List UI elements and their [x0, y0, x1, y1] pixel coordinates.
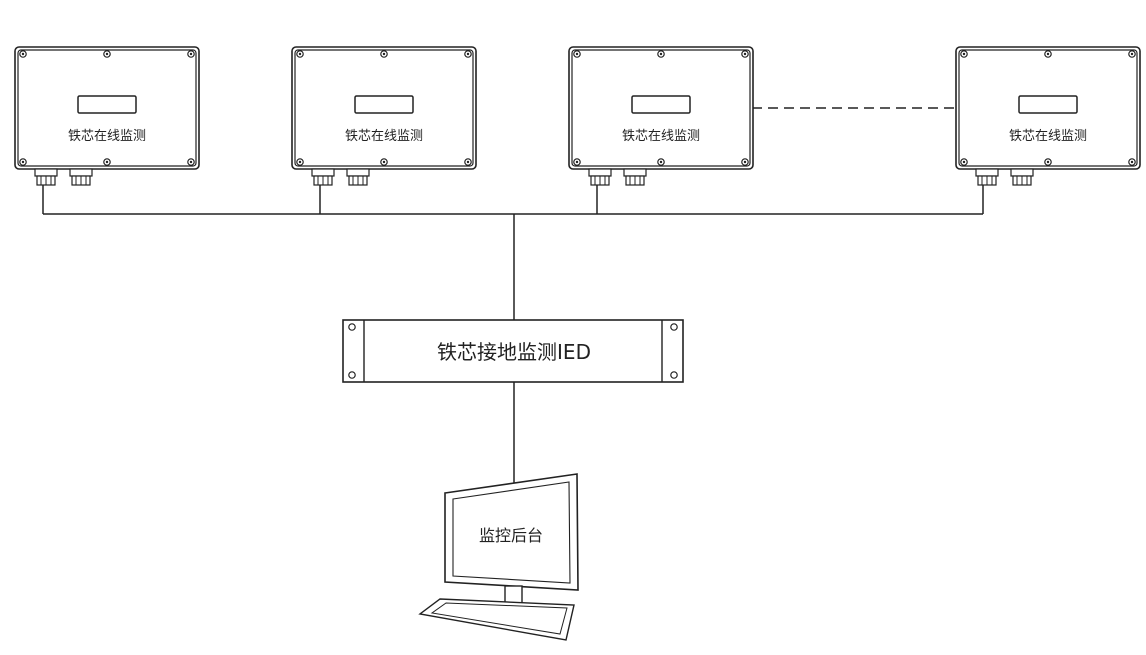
monitor-stand — [504, 585, 523, 605]
cable-gland-2 — [1010, 168, 1034, 186]
device-3: 铁芯在线监测 — [568, 46, 754, 186]
cable-gland-2 — [623, 168, 647, 186]
rack-hole-icon — [348, 371, 356, 379]
device-label: 铁芯在线监测 — [68, 129, 146, 144]
cable-gland-1 — [34, 168, 58, 186]
device-label: 铁芯在线监测 — [622, 129, 700, 144]
bus-wiring — [42, 107, 984, 483]
display-window — [354, 95, 414, 114]
display-window — [631, 95, 691, 114]
cable-gland-2 — [69, 168, 93, 186]
cable-gland-1 — [588, 168, 612, 186]
ied-rack-frame — [342, 319, 684, 383]
cable-gland-2 — [346, 168, 370, 186]
cable-gland-1 — [311, 168, 335, 186]
device-label: 铁芯在线监测 — [1009, 129, 1087, 144]
rack-hole-icon — [670, 323, 678, 331]
monitor-screen-inner — [452, 481, 571, 584]
ied-label: 铁芯接地监测IED — [437, 340, 591, 364]
cable-gland-1 — [975, 168, 999, 186]
monitor-station: 监控后台 — [418, 473, 579, 641]
device-4: 铁芯在线监测 — [955, 46, 1141, 186]
ied-unit: 铁芯接地监测IED — [342, 319, 684, 383]
device-1: 铁芯在线监测 — [14, 46, 200, 186]
display-window — [1018, 95, 1078, 114]
rack-hole-icon — [348, 323, 356, 331]
display-window — [77, 95, 137, 114]
monitor-label: 监控后台 — [479, 526, 543, 545]
keyboard-inner — [430, 602, 568, 635]
device-label: 铁芯在线监测 — [345, 129, 423, 144]
device-2: 铁芯在线监测 — [291, 46, 477, 186]
rack-hole-icon — [670, 371, 678, 379]
